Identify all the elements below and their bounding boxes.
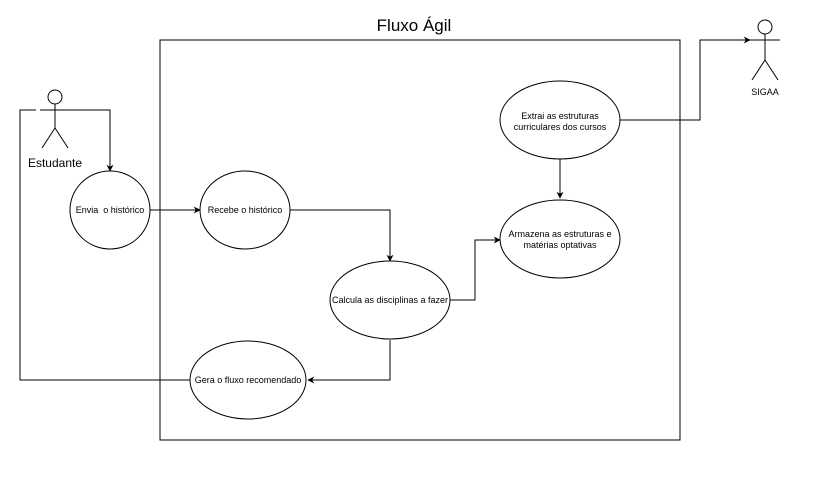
use-case-ellipse — [329, 260, 451, 340]
use-case-label-line-1: Extrai as estruturas — [521, 111, 599, 121]
actor-sigaa-label: SIGAA — [751, 87, 779, 97]
use-case-label: Gera o fluxo recomendado — [195, 375, 302, 385]
use-case-label: Envia o histórico — [76, 205, 145, 215]
use-case-ellipse — [199, 170, 291, 250]
actor-leg-right — [764, 59, 779, 81]
use-case-label-line-1: Armazena as estruturas e — [508, 229, 611, 239]
actor-head — [757, 19, 773, 35]
use-case-recebe-historico: Recebe o histórico — [199, 170, 291, 250]
use-case-armazena-estruturas: Armazena as estruturas e matérias optati… — [499, 199, 621, 279]
use-case-label-line-2: curriculares dos cursos — [514, 122, 607, 132]
use-case-envia-historico: Envia o histórico — [69, 170, 151, 250]
connector-estudante-envia — [55, 109, 114, 172]
actor-leg-left — [41, 127, 56, 149]
actor-sigaa: SIGAA — [750, 19, 780, 97]
use-case-calcula-disciplinas: Calcula as disciplinas a fazer — [329, 260, 451, 340]
diagram-title: Fluxo Ágil — [377, 16, 452, 35]
actor-estudante: Estudante — [28, 89, 82, 170]
use-case-label-line-2: matérias optativas — [523, 240, 597, 250]
use-case-ellipse — [499, 199, 621, 279]
connector-extrai-sigaa — [620, 36, 751, 121]
connector-calcula-gera — [307, 340, 391, 384]
use-case-extrai-estruturas: Extrai as estruturas curriculares dos cu… — [499, 80, 621, 160]
connector-calcula-armazena — [450, 236, 501, 301]
actor-estudante-label: Estudante — [28, 156, 82, 170]
connector-gera-estudante — [19, 109, 190, 381]
actor-head — [47, 89, 63, 105]
use-case-label: Recebe o histórico — [208, 205, 283, 215]
use-case-label: Calcula as disciplinas a fazer — [332, 295, 448, 305]
connector-recebe-calcula — [290, 209, 394, 262]
use-case-gera-fluxo: Gera o fluxo recomendado — [189, 340, 307, 420]
use-case-ellipse — [69, 170, 151, 250]
actor-leg-left — [751, 59, 766, 81]
use-case-ellipse — [499, 80, 621, 160]
actor-leg-right — [54, 127, 69, 149]
use-case-ellipse — [189, 340, 307, 420]
